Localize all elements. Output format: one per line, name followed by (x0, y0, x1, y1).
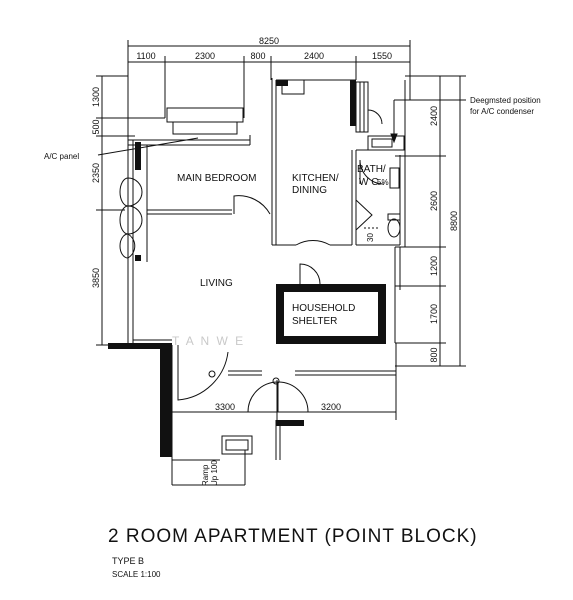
watermark: T A N W E (172, 334, 245, 348)
dim-left-1: 500 (91, 119, 101, 134)
dimension-labels: 8250 1100 2300 800 2400 1550 1300 500 23… (91, 36, 459, 412)
dim-right-2: 1200 (429, 256, 439, 276)
label-bath-2: W C (359, 177, 378, 188)
dim-right-3: 1700 (429, 304, 439, 324)
dim-right-overall: 8800 (449, 211, 459, 231)
doors (119, 109, 401, 413)
label-condenser-1: Deegmsted position (470, 96, 541, 105)
left-dimension-lines (96, 75, 165, 346)
label-shelter-2: SHELTER (292, 316, 337, 327)
page-title: 2 ROOM APARTMENT (POINT BLOCK) (108, 526, 478, 547)
type-label: TYPE B (112, 556, 145, 566)
top-dimension-lines (127, 40, 411, 140)
label-condenser-2: for A/C condenser (470, 107, 534, 116)
label-main-bedroom: MAIN BEDROOM (177, 173, 256, 184)
dim-right-1: 2600 (429, 191, 439, 211)
dim-top-4: 1550 (372, 51, 392, 61)
structural-walls (108, 80, 386, 457)
dim-bottom-0: 3300 (215, 402, 235, 412)
dim-top-2: 800 (250, 51, 265, 61)
dim-right-4: 800 (429, 347, 439, 362)
dim-left-2: 2350 (91, 163, 101, 183)
annotations: A/C panel Deegmsted position for A/C con… (44, 96, 541, 348)
label-step: 30 (366, 233, 375, 242)
dim-bottom-1: 3200 (321, 402, 341, 412)
dim-overall-width: 8250 (259, 36, 279, 46)
label-bath-mark: 5% (377, 178, 389, 187)
bottom-dimension-lines (171, 366, 397, 420)
label-bath-1: BATH/ (357, 164, 386, 175)
dim-left-3: 3850 (91, 268, 101, 288)
room-labels: MAIN BEDROOM KITCHEN/ DINING BATH/ W C 5… (177, 164, 389, 486)
dim-top-1: 2300 (195, 51, 215, 61)
label-ramp-2: Up 100 (210, 460, 219, 486)
label-living: LIVING (200, 278, 233, 289)
dim-right-0: 2400 (429, 106, 439, 126)
label-kitchen-2: DINING (292, 185, 327, 196)
walls (127, 78, 406, 486)
dim-top-3: 2400 (304, 51, 324, 61)
label-ac-panel: A/C panel (44, 152, 79, 161)
scale-label: SCALE 1:100 (112, 570, 161, 579)
label-ramp-1: Ramp (201, 464, 210, 486)
label-kitchen-1: KITCHEN/ (292, 173, 339, 184)
right-dimension-lines (395, 75, 466, 367)
label-shelter-1: HOUSEHOLD (292, 303, 355, 314)
dim-left-0: 1300 (91, 87, 101, 107)
dim-top-0: 1100 (136, 51, 155, 61)
annotation-leaders (97, 99, 466, 156)
